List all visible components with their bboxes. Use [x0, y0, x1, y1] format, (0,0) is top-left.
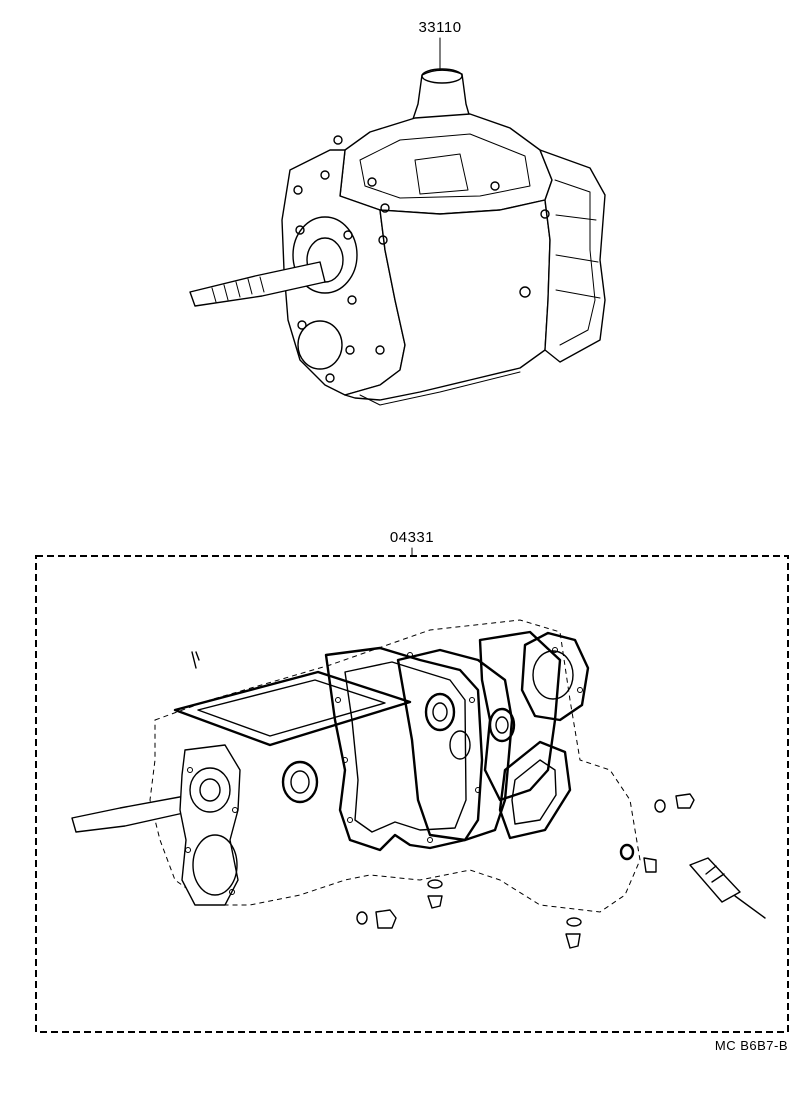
side-cover-gasket-inner: [511, 759, 557, 825]
transmission-assembly-drawing: [189, 68, 606, 406]
top-cover-rib: [359, 133, 531, 199]
front-retainer-gasket: [179, 744, 241, 906]
part-number-04331: 04331: [390, 529, 434, 546]
o-ring-right: [619, 843, 635, 861]
extension-ribs: [555, 214, 601, 299]
catalog-code: MC B6B7-B: [715, 1038, 788, 1053]
plug-right: [654, 793, 695, 813]
bearing-oil-seal: [281, 760, 319, 804]
transmission-assembly-label: 33110: [418, 19, 461, 71]
small-plug-right: [643, 857, 657, 873]
front-seal-ring: [189, 767, 231, 813]
filler-plug-center: [427, 879, 443, 909]
top-cover-gasket-inner: [197, 679, 386, 737]
gasket-kit-input-shaft: [71, 795, 189, 833]
extension-bearing: [488, 707, 516, 743]
gasket-kit-label: 04331: [390, 529, 434, 557]
extension-bearing-inner: [495, 716, 509, 734]
bearing-oil-seal-inner: [290, 770, 310, 794]
drain-plug-bottom: [565, 917, 582, 949]
intermediate-plate-gasket: [396, 648, 514, 842]
lower-gasket-hole: [192, 834, 238, 896]
part-number-33110: 33110: [418, 19, 461, 36]
intermediate-bearing: [424, 692, 456, 732]
extension-rib: [554, 179, 596, 346]
speedometer-sleeve: [689, 857, 766, 919]
input-shaft-splines: [211, 276, 265, 303]
intermediate-hole: [449, 730, 471, 760]
lower-bore: [297, 320, 343, 370]
housing-bolts: [293, 135, 550, 383]
top-cover-plate: [414, 153, 469, 195]
case-gasket: [324, 646, 484, 852]
front-seal-inner: [199, 778, 221, 802]
side-cover-gasket: [498, 740, 572, 840]
gasket-bolt-holes: [185, 647, 583, 895]
drain-plug-left: [356, 909, 397, 929]
intermediate-bearing-inner: [432, 702, 448, 722]
case-gasket-inner: [344, 661, 467, 833]
rear-housing-gasket: [520, 631, 590, 722]
extension-housing: [539, 149, 606, 363]
shift-tower-opening: [421, 68, 463, 84]
split-pin: [191, 651, 200, 669]
top-cover-gasket-outer: [173, 670, 412, 747]
input-shaft: [189, 261, 326, 307]
rear-housing-gasket-hole: [532, 650, 574, 700]
gasket-kit-frame: [35, 555, 789, 1033]
gasket-kit-drawing: [71, 619, 766, 949]
case-bottom-edge: [359, 371, 521, 406]
top-cover: [339, 113, 553, 215]
